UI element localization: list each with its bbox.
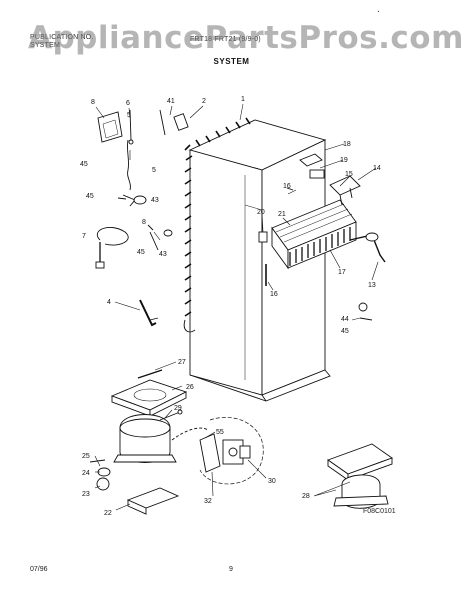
header-model-line: FRT18 FRT21 (9/9-0): [190, 36, 261, 43]
callout-43a: 43: [151, 197, 159, 204]
small-parts-left: [95, 109, 189, 327]
drain-tube: [349, 232, 386, 263]
callout-25: 25: [82, 453, 90, 460]
callout-23: 23: [82, 491, 90, 498]
callout-55: 55: [216, 429, 224, 436]
callout-32: 32: [204, 498, 212, 505]
footer-page-number: 9: [229, 566, 233, 573]
condenser-coil: [183, 117, 251, 333]
callout-45d: 45: [341, 328, 349, 335]
evaporator-coil: [271, 199, 357, 270]
callout-43b: 43: [159, 251, 167, 258]
callout-17: 17: [338, 269, 346, 276]
callout-16b: 16: [270, 291, 278, 298]
callout-41: 41: [167, 98, 175, 105]
header-section: SYSTEM: [30, 42, 60, 49]
callout-5b: 5: [152, 167, 156, 174]
grommets: [89, 459, 111, 491]
compressor-base-plate: [110, 369, 188, 417]
callout-44: 44: [341, 316, 349, 323]
watermark-text: AppliancePartsPros.com: [28, 20, 463, 56]
callout-21: 21: [278, 211, 286, 218]
callout-5a: 5: [127, 112, 131, 119]
callout-24: 24: [82, 470, 90, 477]
callout-15: 15: [345, 171, 353, 178]
leader-lines: [94, 103, 379, 511]
compressor: [113, 409, 183, 463]
callout-1: 1: [241, 96, 245, 103]
callout-30: 30: [268, 478, 276, 485]
callout-18: 18: [343, 141, 351, 148]
callout-22: 22: [104, 510, 112, 517]
header-publication: PUBLICATION NO.: [30, 34, 94, 41]
callout-13: 13: [368, 282, 376, 289]
corner-mark: .: [377, 4, 380, 15]
figure-code: F08C0101: [363, 508, 396, 515]
callout-labels: 1 2 41 8 6 5 45 5 45 43 8 7 45 43 4 18 1…: [80, 96, 381, 517]
relay-overload-detail: [171, 417, 264, 485]
callout-7: 7: [82, 233, 86, 240]
defrost-components: [299, 153, 361, 206]
callout-20: 20: [257, 209, 265, 216]
callout-4: 4: [107, 299, 111, 306]
callout-45a: 45: [80, 161, 88, 168]
callout-2: 2: [202, 98, 206, 105]
footer-date: 07/96: [30, 566, 48, 573]
mounting-bracket: [126, 487, 180, 515]
callout-16a: 16: [283, 183, 291, 190]
callout-8: 8: [91, 99, 95, 106]
callout-27: 27: [178, 359, 186, 366]
callout-14: 14: [373, 165, 381, 172]
callout-6: 6: [126, 100, 130, 107]
callout-29: 29: [174, 405, 182, 412]
cabinet: [188, 119, 331, 402]
callout-45b: 45: [86, 193, 94, 200]
callout-45c: 45: [137, 249, 145, 256]
alternate-compressor: [327, 443, 393, 509]
diagram-title: SYSTEM: [213, 57, 250, 66]
small-parts-right: [258, 187, 373, 321]
callout-26: 26: [186, 384, 194, 391]
callout-6b: 8: [142, 219, 146, 226]
callout-28: 28: [302, 493, 310, 500]
callout-19: 19: [340, 157, 348, 164]
